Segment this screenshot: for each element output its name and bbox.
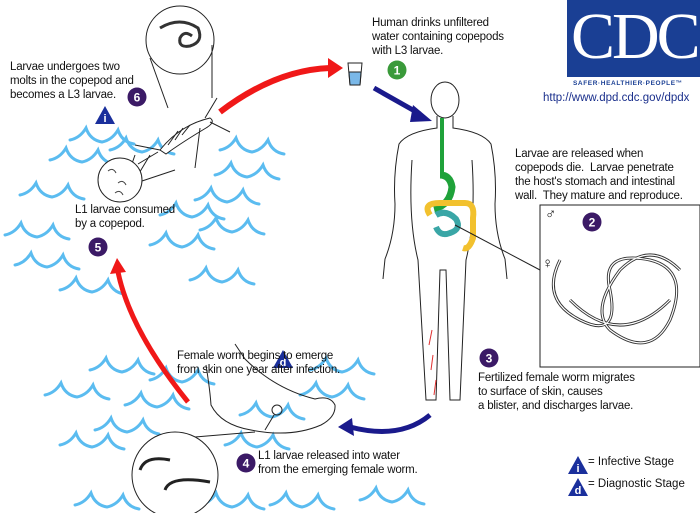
cdc-logo: CDC (567, 0, 700, 77)
legend-infective-icon: i (568, 456, 588, 475)
step-3-badge: 3 (479, 348, 499, 368)
step-2-text: Larvae are released when copepods die. L… (515, 148, 683, 202)
emerge-note: Female worm begins to emerge from skin o… (177, 350, 341, 376)
wave (13, 249, 81, 271)
wave (298, 379, 366, 401)
female-symbol: ♀ (542, 255, 554, 272)
wave (68, 124, 136, 146)
wave (308, 354, 376, 376)
svg-text:1: 1 (394, 64, 401, 78)
wave (193, 184, 261, 206)
svg-text:3: 3 (486, 352, 493, 366)
wave (148, 364, 216, 386)
wave (238, 399, 306, 421)
step-6-badge: 6 (127, 87, 147, 107)
wave (223, 429, 291, 451)
wave (188, 264, 256, 286)
wave (268, 489, 336, 511)
male-symbol: ♂ (545, 206, 557, 223)
wave (43, 379, 111, 401)
magnified-l3-larva (145, 5, 215, 109)
cdc-url[interactable]: http://www.dpd.cdc.gov/dpdx (543, 92, 690, 104)
step-4-text: L1 larvae released into water from the e… (258, 450, 418, 476)
wave (148, 229, 216, 251)
blue-arrow-bottom (349, 413, 432, 434)
svg-text:i: i (103, 113, 106, 125)
step-5-text: L1 larvae consumed by a copepod. (75, 204, 175, 230)
wave (198, 214, 266, 236)
copepod (127, 97, 231, 186)
wave (158, 199, 226, 221)
water-waves (3, 124, 426, 511)
red-arrowhead-top (328, 58, 343, 78)
magnified-l1-larvae (97, 157, 143, 203)
wave (58, 274, 126, 296)
step-1-badge: 1 (387, 60, 407, 80)
magnified-emerging-larvae (131, 431, 256, 513)
water-glass (347, 62, 363, 86)
legend-diagnostic-icon: d (568, 478, 588, 497)
wave (3, 219, 71, 241)
wave (198, 489, 266, 511)
diagnostic-stage-marker: d (273, 350, 293, 369)
svg-text:d: d (280, 357, 287, 369)
red-arrowhead-left (110, 258, 126, 274)
wave (93, 414, 161, 436)
wave (213, 159, 281, 181)
red-arrow-top (218, 65, 331, 115)
wave (108, 134, 176, 156)
human-body (382, 81, 541, 401)
legend-infective: = Infective Stage (588, 456, 674, 468)
svg-text:2: 2 (589, 216, 596, 230)
svg-text:4: 4 (243, 457, 250, 471)
step-1-text: Human drinks unfiltered water containing… (372, 17, 504, 57)
foot (205, 343, 336, 434)
svg-text:i: i (576, 463, 579, 475)
wave (358, 484, 426, 506)
wave (73, 489, 141, 511)
step-2-badge: 2 (582, 212, 602, 232)
svg-text:5: 5 (95, 241, 102, 255)
red-arrow-left (115, 271, 190, 404)
svg-text:d: d (575, 485, 582, 497)
step-5-badge: 5 (88, 237, 108, 257)
cdc-tagline: SAFER·HEALTHIER·PEOPLE™ (573, 80, 683, 87)
wave (18, 179, 86, 201)
adult-worms-box (539, 204, 700, 368)
step-3-text: Fertilized female worm migrates to surfa… (478, 372, 635, 412)
wave (58, 429, 126, 451)
step-4-badge: 4 (236, 453, 256, 473)
infective-stage-marker: i (95, 106, 115, 125)
blue-arrowhead-bottom (338, 418, 354, 436)
wave (123, 389, 191, 411)
wave (88, 354, 156, 376)
step-6-text: Larvae undergoes two molts in the copepo… (10, 61, 134, 101)
svg-text:6: 6 (134, 91, 141, 105)
cdc-logo-text: CDC (571, 0, 700, 73)
blue-arrowhead-top (410, 105, 432, 122)
wave (48, 144, 116, 166)
legend-diagnostic: = Diagnostic Stage (588, 478, 685, 490)
wave (218, 134, 286, 156)
